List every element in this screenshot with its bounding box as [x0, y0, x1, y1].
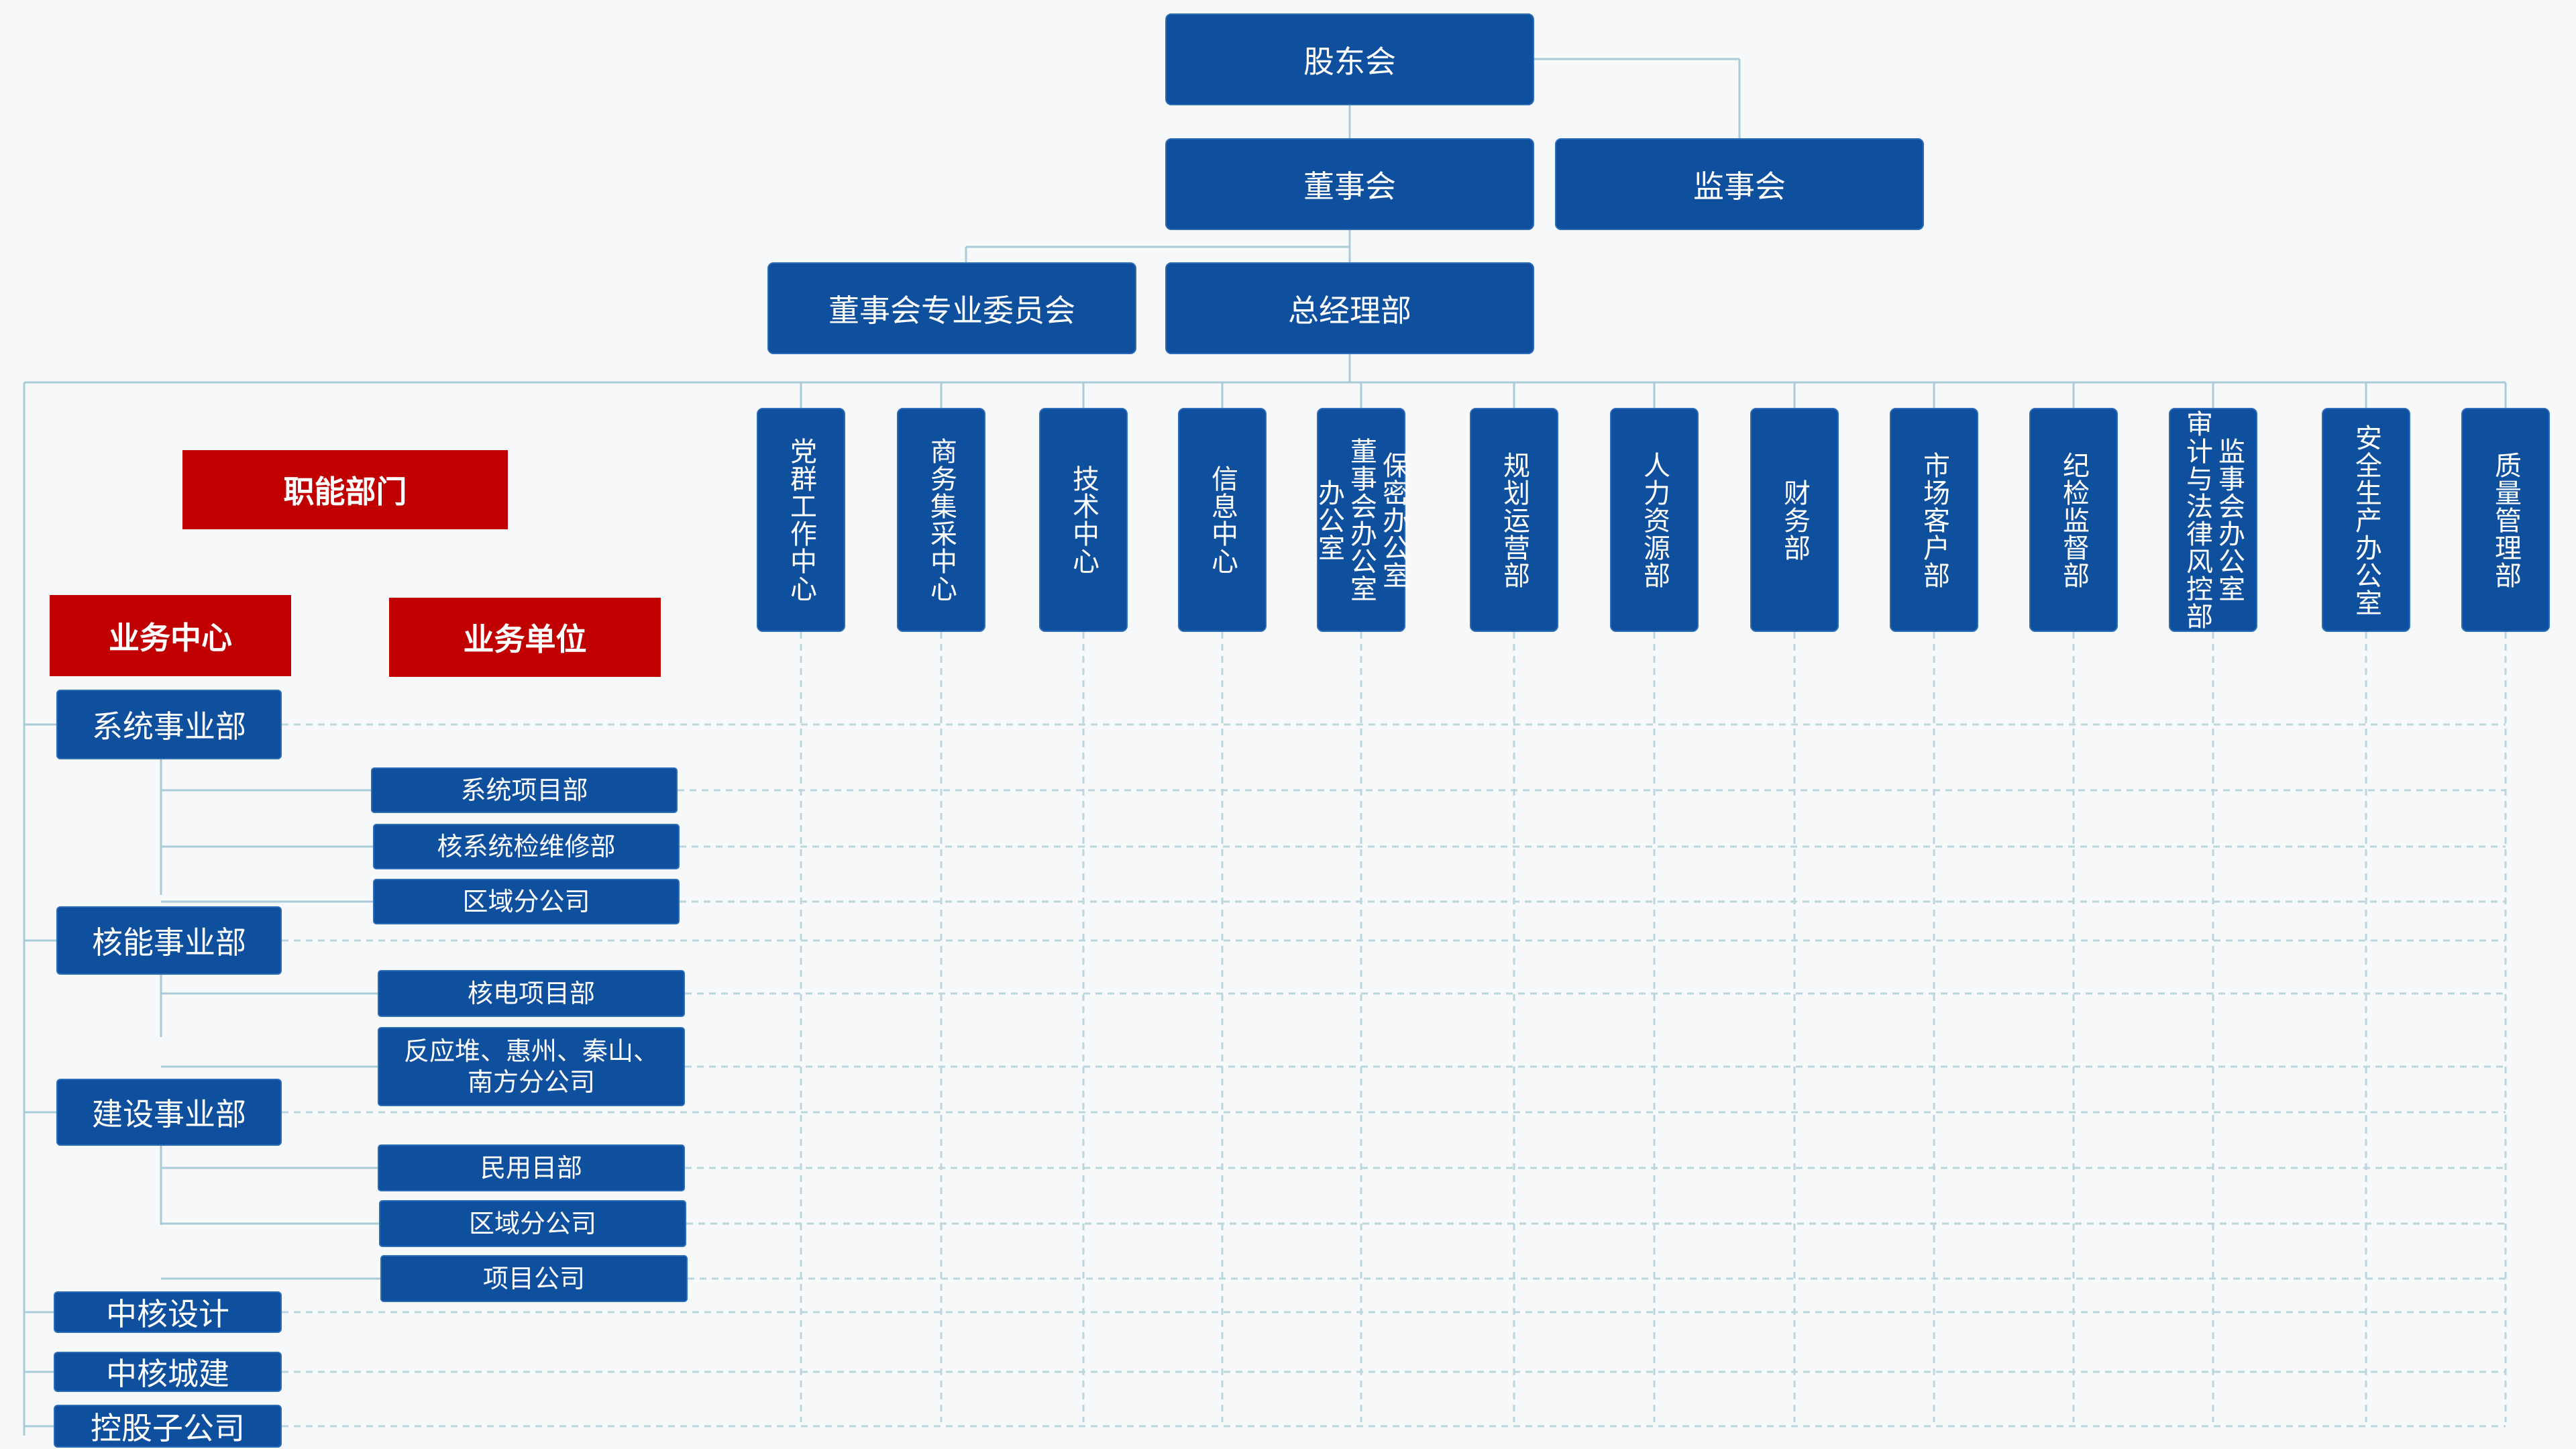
business-unit-box: 系统项目部: [371, 767, 678, 813]
dept-box: 人力资源部: [1610, 408, 1699, 632]
business-center-box: 系统事业部: [56, 690, 282, 759]
dept-box: 质量管理部: [2461, 408, 2550, 632]
business-center-box: 中核设计: [54, 1291, 282, 1333]
dept-box: 技术中心: [1039, 408, 1128, 632]
general-manager-box: 总经理部: [1165, 262, 1534, 354]
dept-label: 保密办公室: [1378, 451, 1409, 589]
dept-label: 人力资源部: [1639, 451, 1670, 589]
dept-box: 保密办公室董事会办公室办公室: [1313, 408, 1409, 632]
dept-box: 安全生产办公室: [2322, 408, 2410, 632]
business-center-box: 中核城建: [54, 1352, 282, 1392]
shareholders-box: 股东会: [1165, 13, 1534, 105]
dept-label: 质量管理部: [2490, 451, 2521, 589]
dept-label: 规划运营部: [1499, 451, 1529, 589]
dept-label: 监事会办公室: [2214, 437, 2245, 602]
business-unit-box: 民用目部: [378, 1144, 685, 1191]
dept-label: 商务集采中心: [926, 437, 957, 602]
dept-box: 规划运营部: [1470, 408, 1558, 632]
dept-label: 办公室: [1313, 478, 1344, 561]
board-committee-box: 董事会专业委员会: [767, 262, 1136, 354]
dept-box: 市场客户部: [1890, 408, 1978, 632]
board-box: 董事会: [1165, 138, 1534, 230]
business-center-box: 建设事业部: [56, 1079, 282, 1146]
dept-box: 商务集采中心: [897, 408, 985, 632]
dept-label: 董事会办公室: [1346, 437, 1377, 602]
dept-label: 审计与法律风控部: [2182, 410, 2212, 630]
business-unit-box: 反应堆、惠州、秦山、南方分公司: [378, 1027, 685, 1106]
dept-label: 信息中心: [1207, 465, 1238, 575]
dept-label: 纪检监督部: [2058, 451, 2089, 589]
dept-box: 纪检监督部: [2029, 408, 2118, 632]
business-centers-label: 业务中心: [50, 595, 291, 676]
functional-departments-label: 职能部门: [182, 450, 508, 529]
business-unit-box: 区域分公司: [373, 879, 680, 924]
dept-box: 监事会办公室审计与法律风控部: [2169, 408, 2257, 632]
dept-label: 市场客户部: [1919, 451, 1949, 589]
business-center-box: 核能事业部: [56, 906, 282, 975]
dept-box: 党群工作中心: [757, 408, 845, 632]
dept-label: 技术中心: [1068, 465, 1099, 575]
dept-label: 党群工作中心: [786, 437, 816, 602]
dept-label: 财务部: [1779, 478, 1810, 561]
business-unit-box: 核电项目部: [378, 970, 685, 1017]
business-unit-box: 项目公司: [380, 1255, 688, 1302]
business-unit-box: 区域分公司: [379, 1200, 686, 1247]
business-units-label: 业务单位: [389, 598, 661, 677]
supervisors-box: 监事会: [1555, 138, 1924, 230]
dept-box: 信息中心: [1178, 408, 1267, 632]
dept-label: 安全生产办公室: [2351, 423, 2381, 616]
business-center-box: 控股子公司: [54, 1405, 282, 1448]
dept-box: 财务部: [1750, 408, 1839, 632]
business-unit-box: 核系统检维修部: [373, 824, 680, 869]
